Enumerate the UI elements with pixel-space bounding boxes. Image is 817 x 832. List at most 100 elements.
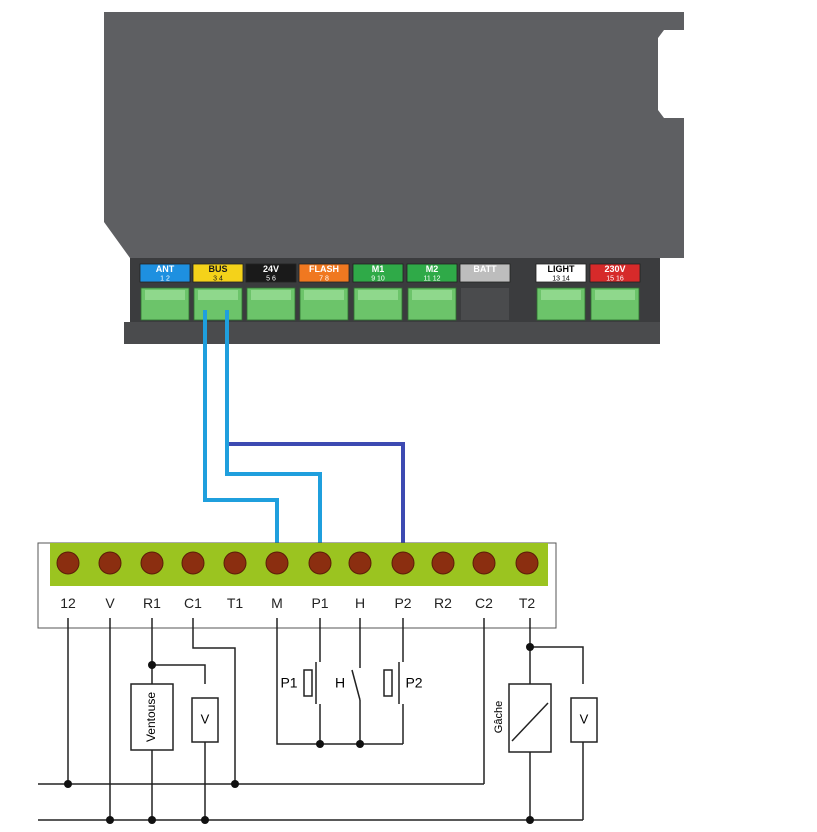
connector-pin-numbers: 11 12 xyxy=(424,276,441,283)
terminal-label-r2: R2 xyxy=(434,595,452,611)
controller-body xyxy=(104,12,684,258)
connector-block-m2: M2 11 12 xyxy=(406,263,458,321)
screw-terminal-highlight xyxy=(198,290,238,300)
terminal-screw-r1 xyxy=(140,551,164,575)
connector-label: 24V xyxy=(263,264,279,274)
ventouse-label: Ventouse xyxy=(144,692,158,742)
v-right-box xyxy=(570,697,598,743)
connector-label-bg xyxy=(298,263,350,283)
connector-label-bg xyxy=(406,263,458,283)
connector-label-bg xyxy=(245,263,297,283)
terminal-screw-c1 xyxy=(181,551,205,575)
connector-block-m1: M19 10 xyxy=(352,263,404,321)
connector-label: M2 xyxy=(426,264,439,274)
connector-label: BATT xyxy=(473,264,497,274)
terminal-strip-bar xyxy=(50,543,548,586)
connector-pin-numbers: 3 4 xyxy=(213,276,223,283)
connector-block-batt: BATT xyxy=(459,263,511,320)
screw-terminal-highlight xyxy=(251,290,291,300)
terminal-screw-r2 xyxy=(431,551,455,575)
p1-label: P1 xyxy=(280,675,297,691)
connector-label-bg xyxy=(139,263,191,283)
junction-dot xyxy=(231,780,239,788)
circuit-lines xyxy=(38,618,584,821)
wire-bus-4-to-P2 xyxy=(229,442,405,550)
terminal-screw-h xyxy=(348,551,372,575)
h-contact xyxy=(351,669,361,701)
connector-pin-numbers: 7 8 xyxy=(319,276,329,283)
connector-block-bus: BUS 3 4 xyxy=(192,263,244,321)
terminal-label-h: H xyxy=(355,595,365,611)
terminal-label-c1: C1 xyxy=(184,595,202,611)
connector-label: BUS xyxy=(208,264,227,274)
connector-block-flash: FLASH 7 8 xyxy=(298,263,350,321)
p1-actuator xyxy=(303,669,313,697)
switches xyxy=(303,662,400,704)
gache-box xyxy=(508,683,552,753)
terminal-screw-p1 xyxy=(308,551,332,575)
terminal-screw-12 xyxy=(56,551,80,575)
connector-pin-numbers: 15 16 xyxy=(606,276,624,283)
terminal-screw-m xyxy=(265,551,289,575)
connector-label-bg xyxy=(535,263,587,283)
junction-dot xyxy=(201,816,209,824)
junction-dot xyxy=(64,780,72,788)
v-left-label: V xyxy=(201,711,210,726)
v-right-label: V xyxy=(580,711,589,726)
screw-terminal-highlight xyxy=(358,290,398,300)
h-label: H xyxy=(335,675,345,691)
terminal-label-p2: P2 xyxy=(394,595,411,611)
connector-label: M1 xyxy=(372,264,385,274)
screw-terminal-highlight xyxy=(412,290,452,300)
lead-C1 xyxy=(192,618,236,784)
junction-dot xyxy=(148,661,156,669)
components: Ventouse V Gâche V P1 H P2 xyxy=(130,675,598,753)
terminal-screw-t2 xyxy=(515,551,539,575)
screw-terminal-highlight xyxy=(145,290,185,300)
terminal-screw-c2 xyxy=(472,551,496,575)
junction-dot xyxy=(148,816,156,824)
terminal-label-c2: C2 xyxy=(475,595,493,611)
junction-dot xyxy=(356,740,364,748)
wire-bus-3-to-M xyxy=(203,310,279,550)
terminal-label-v: V xyxy=(105,595,115,611)
wire-bus-4-to-P1 xyxy=(225,310,322,550)
connector-pin-numbers: 5 6 xyxy=(266,276,276,283)
gache-label: Gâche xyxy=(493,701,505,733)
connector-label: ANT xyxy=(156,264,175,274)
connector-label-bg xyxy=(459,263,511,283)
terminal-label-12: 12 xyxy=(60,595,76,611)
controller-notch xyxy=(664,30,684,118)
terminal-label-t2: T2 xyxy=(519,595,536,611)
empty-terminal-slot xyxy=(461,288,509,320)
terminal-label-m: M xyxy=(271,595,283,611)
connector-label-bg xyxy=(589,263,641,283)
junction-dot xyxy=(316,740,324,748)
connector-label-bg xyxy=(192,263,244,283)
terminal-label-p1: P1 xyxy=(311,595,328,611)
screw-terminal-highlight xyxy=(304,290,344,300)
connector-label-bg xyxy=(352,263,404,283)
terminal-label-r1: R1 xyxy=(143,595,161,611)
connector-label: 230V xyxy=(604,264,625,274)
connector-label: LIGHT xyxy=(548,264,575,274)
connector-pin-numbers: 1 2 xyxy=(160,276,170,283)
junction-dot xyxy=(526,816,534,824)
connector-block-230v: 230V 15 16 xyxy=(589,263,641,321)
lead-T2-to-V xyxy=(530,646,584,684)
p2-label: P2 xyxy=(405,675,422,691)
connector-block-ant: ANT 1 2 xyxy=(139,263,191,321)
v-left-box xyxy=(191,697,219,743)
connector-pin-numbers: 13 14 xyxy=(552,276,570,283)
junction-dots xyxy=(64,643,534,824)
connector-label: FLASH xyxy=(309,264,339,274)
controller-lower-shadow xyxy=(124,322,660,344)
lead-R1-to-V xyxy=(152,664,206,684)
screw-terminal-highlight xyxy=(595,290,635,300)
terminal-screw-p2 xyxy=(391,551,415,575)
screw-terminal-highlight xyxy=(541,290,581,300)
